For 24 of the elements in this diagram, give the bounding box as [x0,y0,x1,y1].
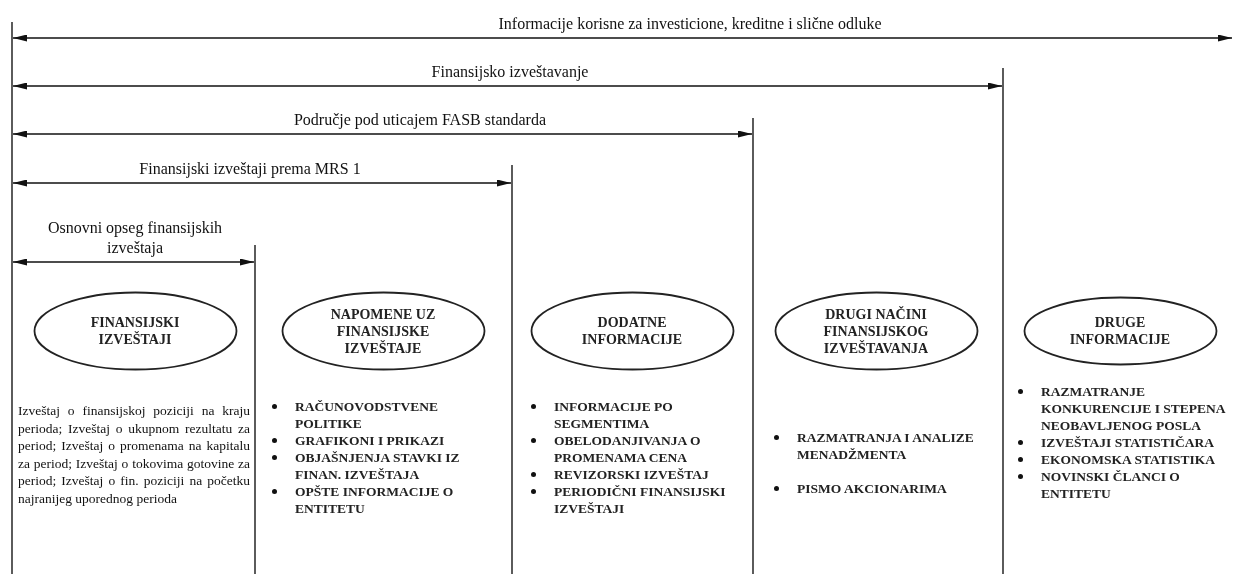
ellipse-label: DRUGE INFORMACIJE [1068,314,1172,348]
list-item-text: OPŠTE INFORMACIJE O ENTITETU [295,483,455,517]
list-item-text: GRAFIKONI I PRIKAZI [295,432,445,449]
list-item-text: REVIZORSKI IZVEŠTAJ [554,466,709,483]
scope-label: Finansijsko izveštavanje [431,62,589,82]
statement-paragraph: Izveštaj o finansijskoj poziciji na kraju perioda; Izveštaj o ukupnom rezultatu za period; Izveštaj o promenama na kapitalu za period; Izveštaj o tokovima gotovine za period; Izveštaj o fin. poziciji na početku najranijeg uporednog perioda [18,402,250,507]
scope-label: Informacije korisne za investicione, kreditne i slične odluke [498,14,882,34]
ellipse-label: FINANSIJSKI IZVEŠTAJI [89,314,181,348]
list-item-text: PISMO AKCIONARIMA [797,480,947,497]
list-item-text: INFORMACIJE PO SEGMENTIMA [554,398,674,432]
list-item-text: RAZMATRANJE KONKURENCIJE I STEPENA NEOBAVLJENOG POSLA [1041,383,1227,434]
list-item-text: EKONOMSKA STATISTIKA [1041,451,1215,468]
scope-label: Finansijski izveštaji prema MRS 1 [139,159,361,179]
ellipse-label: NAPOMENE UZ FINANSIJSKE IZVEŠTAJE [329,305,437,357]
list-item-text: NOVINSKI ČLANCI O ENTITETU [1041,468,1181,502]
list-item-text: IZVEŠTAJI STATISTIČARA [1041,434,1214,451]
ellipse-label: DRUGI NAČINI FINANSIJSKOG IZVEŠTAVANJA [822,305,930,357]
ellipse-label: DODATNE INFORMACIJE [580,314,684,348]
list-item-text: PERIODIČNI FINANSIJSKI IZVEŠTAJI [554,483,727,517]
list-item-text: RAZMATRANJA I ANALIZE MENADŽMENTA [797,429,975,463]
scope-label: Područje pod uticajem FASB standarda [293,110,547,130]
list-item-text: RAČUNOVODSTVENE POLITIKE [295,398,439,432]
list-item-text: OBELODANJIVANJA O PROMENAMA CENA [554,432,702,466]
list-item-text: OBJAŠNJENJA STAVKI IZ FINAN. IZVEŠTAJA [295,449,461,483]
